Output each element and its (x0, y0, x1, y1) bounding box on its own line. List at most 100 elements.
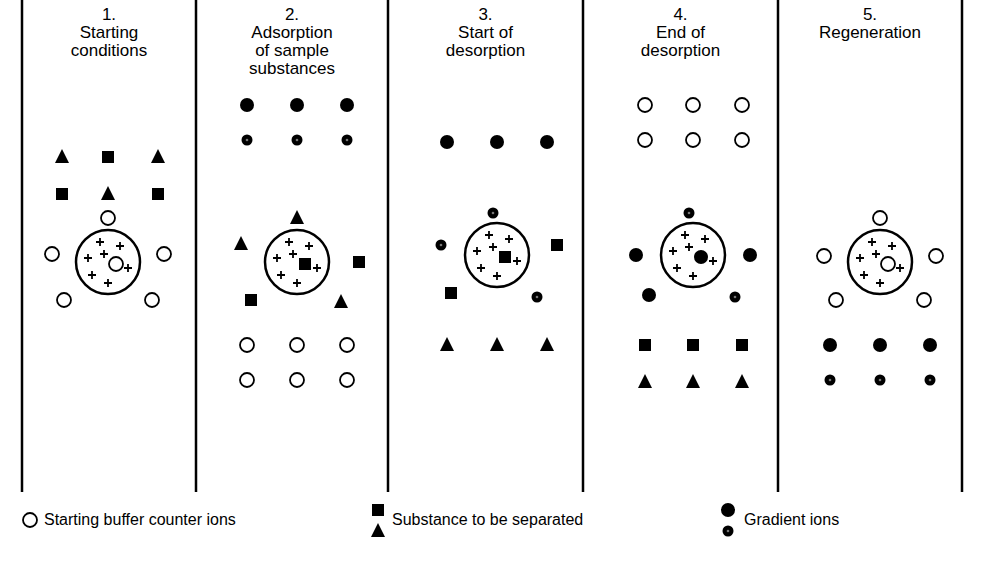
sample-ion (353, 256, 365, 268)
counter-ion (817, 249, 831, 263)
counter-ion (638, 133, 652, 147)
sample-ion (55, 149, 69, 163)
gradient-ion (875, 375, 886, 386)
gradient-ion (923, 338, 937, 352)
sample-ion (299, 258, 311, 270)
sample-ion (290, 210, 304, 224)
step-heading: Starting conditions (49, 24, 169, 60)
sample-ion (490, 337, 504, 351)
stage-band: 5.Regeneration (780, 0, 960, 490)
stage-band: 1.Starting conditions (24, 0, 194, 490)
sample-ion (540, 337, 554, 351)
counter-ion (240, 373, 254, 387)
sample-ion (334, 294, 348, 308)
gradient-ion (340, 98, 354, 112)
sample-ion (736, 339, 748, 351)
gradient-ion (925, 375, 936, 386)
counter-ion (829, 293, 843, 307)
gradient-ion (488, 208, 499, 219)
sample-ion (440, 337, 454, 351)
counter-ion (686, 98, 700, 112)
sample-ion (499, 251, 511, 263)
counter-ion (240, 338, 254, 352)
counter-ion (638, 98, 652, 112)
divider-lines (22, 0, 962, 492)
step-number: 2. (198, 6, 386, 24)
stage-figure (436, 135, 564, 351)
stage-figure (45, 149, 171, 307)
stage-figure (234, 98, 365, 387)
divider-line (777, 0, 780, 492)
legend-sample (721, 503, 735, 517)
counter-ion (735, 98, 749, 112)
gradient-ion (823, 338, 837, 352)
step-heading: End of desorption (621, 24, 741, 60)
gradient-ion (436, 240, 447, 251)
step-heading: Start of desorption (426, 24, 546, 60)
gradient-ion (743, 248, 757, 262)
counter-ion (929, 249, 943, 263)
sample-ion (735, 374, 749, 388)
gradient-ion (342, 135, 353, 146)
gradient-ion (684, 208, 695, 219)
counter-ion (881, 257, 895, 271)
gradient-ion (292, 135, 303, 146)
sample-ion (687, 339, 699, 351)
sample-ion (638, 374, 652, 388)
gradient-ion (540, 135, 554, 149)
counter-ion (873, 211, 887, 225)
counter-ion (340, 373, 354, 387)
gradient-ion (873, 338, 887, 352)
counter-ion (917, 293, 931, 307)
counter-ion (145, 293, 159, 307)
counter-ion (735, 133, 749, 147)
step-number: 4. (585, 6, 776, 24)
counter-ion (340, 338, 354, 352)
exchanger-bead (265, 230, 329, 294)
gradient-ion (629, 248, 643, 262)
sample-ion (152, 188, 164, 200)
stage-band: 4.End of desorption (585, 0, 776, 490)
gradient-ion (825, 375, 836, 386)
legend-sample (371, 523, 385, 537)
gradient-ion (642, 288, 656, 302)
divider-line (21, 0, 24, 492)
gradient-ion (240, 98, 254, 112)
stage-band: 2.Adsorption of sample substances (198, 0, 386, 490)
sample-ion (151, 149, 165, 163)
stage-figure (817, 211, 943, 386)
sample-ion (102, 151, 114, 163)
divider-line (387, 0, 390, 492)
legend-sample (723, 526, 734, 537)
legend-sample (23, 513, 37, 527)
legend-samples (23, 503, 735, 537)
counter-ion (686, 133, 700, 147)
divider-line (195, 0, 198, 492)
sample-ion (245, 294, 257, 306)
sample-ion (234, 236, 248, 250)
sample-ion (56, 188, 68, 200)
gradient-ion (490, 135, 504, 149)
gradient-ion (440, 135, 454, 149)
divider-line (961, 0, 964, 492)
step-heading: Regeneration (810, 24, 930, 42)
legend-label: Substance to be separated (392, 511, 583, 529)
gradient-ion (532, 292, 543, 303)
sample-ion (445, 287, 457, 299)
counter-ion (57, 293, 71, 307)
legend-label: Gradient ions (744, 511, 839, 529)
gradient-ion (290, 98, 304, 112)
step-number: 1. (24, 6, 194, 24)
legend-label: Starting buffer counter ions (44, 511, 236, 529)
step-heading: Adsorption of sample substances (246, 24, 338, 78)
sample-ion (686, 374, 700, 388)
sample-ion (101, 186, 115, 200)
exchanger-bead (76, 230, 140, 294)
legend-sample (372, 504, 384, 516)
counter-ion (290, 338, 304, 352)
counter-ion (101, 211, 115, 225)
exchanger-bead (848, 230, 912, 294)
